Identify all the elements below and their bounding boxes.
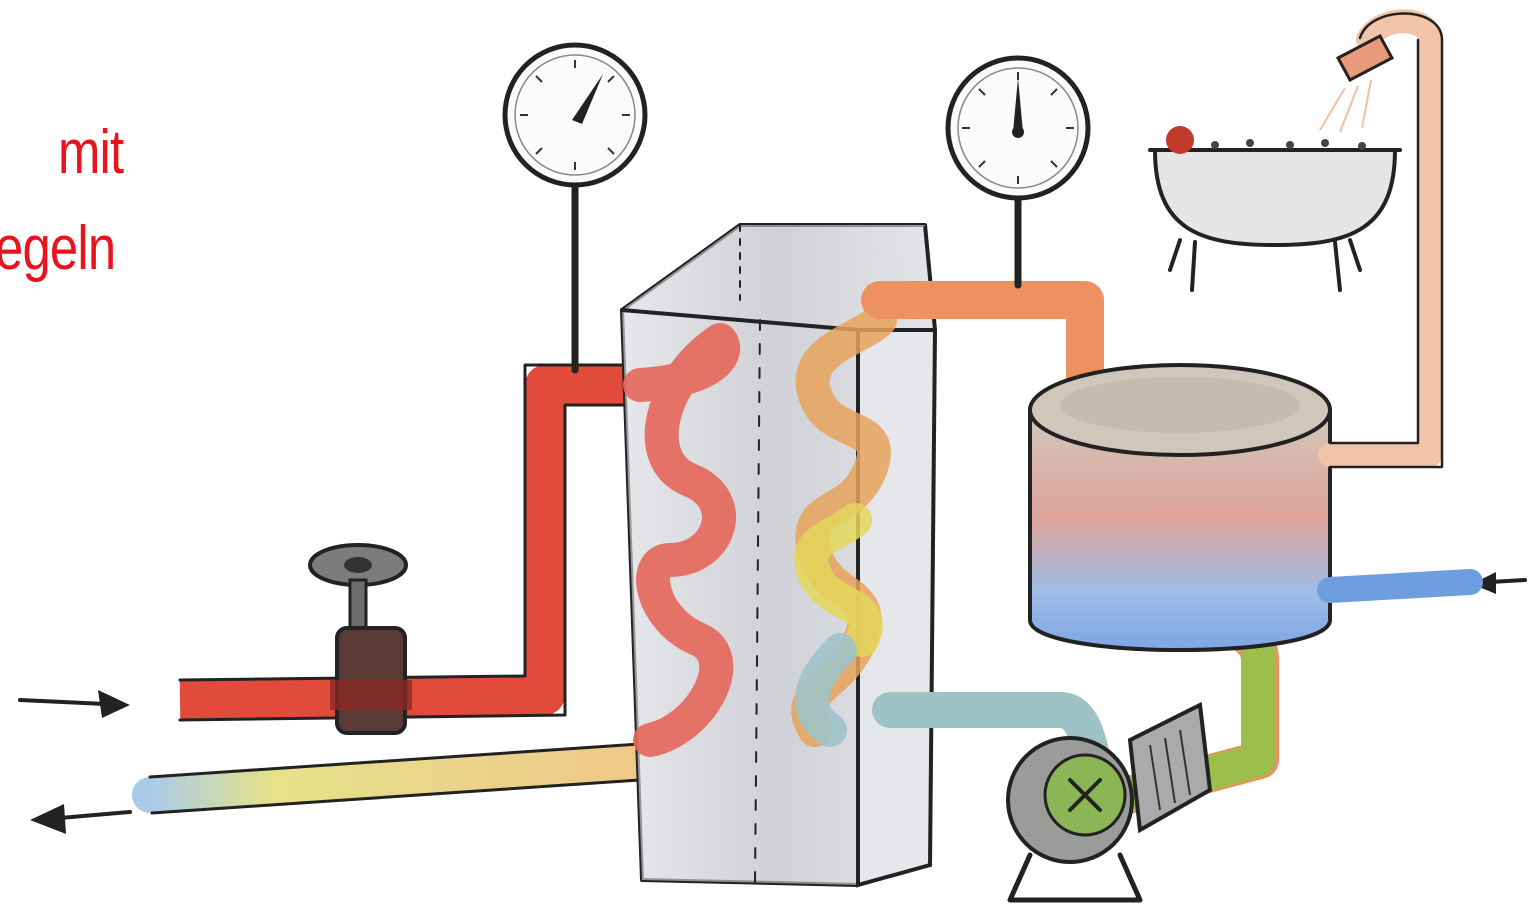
shower-pipe [1330, 13, 1442, 467]
heat-exchanger-icon [622, 225, 935, 885]
hot-inlet-pipe [180, 365, 640, 720]
return-pipe [150, 744, 640, 813]
shower-head-icon [1320, 36, 1392, 132]
arrow-out-icon [30, 804, 130, 834]
pump-icon [1008, 705, 1210, 900]
bathtub-icon [1150, 126, 1400, 290]
storage-tank-icon [1030, 365, 1470, 650]
arrow-in-icon [20, 690, 130, 718]
right-pressure-gauge-icon [948, 58, 1088, 285]
